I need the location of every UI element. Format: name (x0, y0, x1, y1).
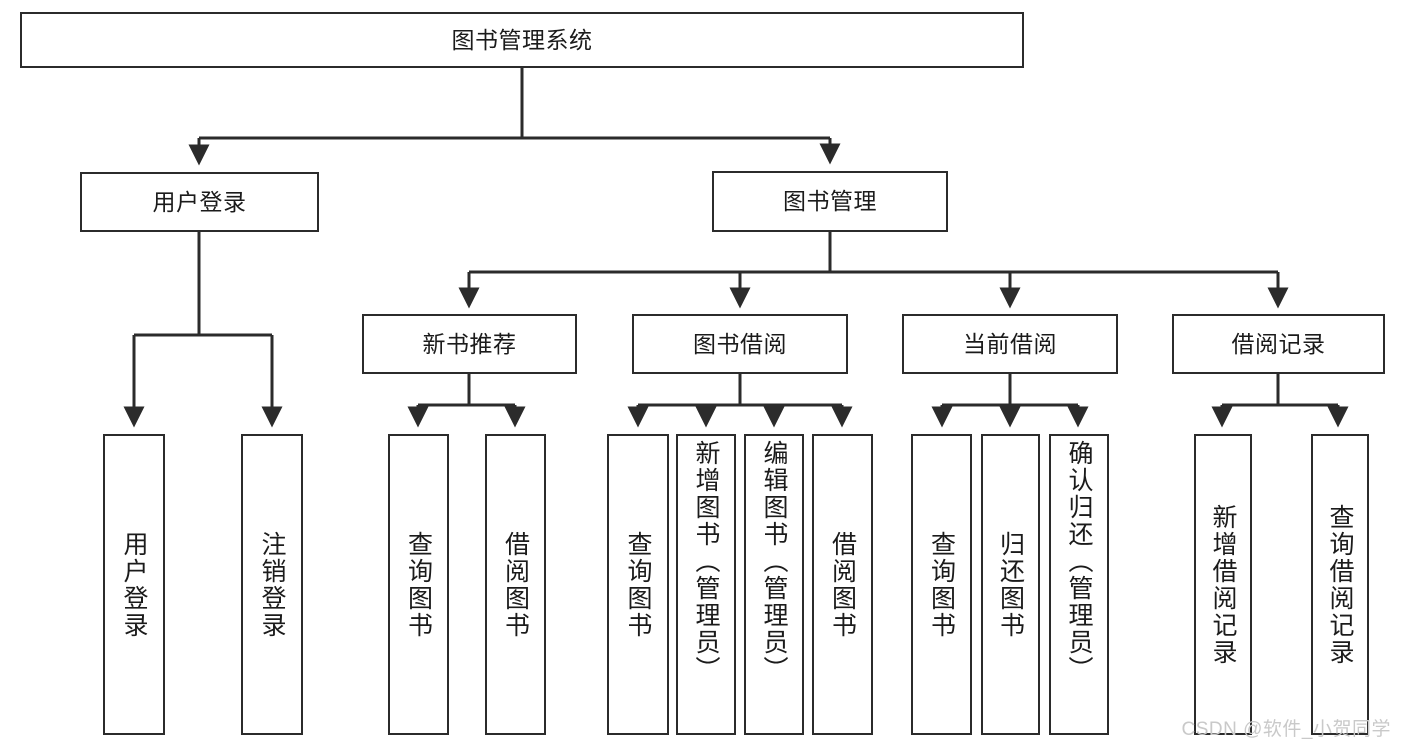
leaf-confirm-return-admin-label: 确认归还（管理员） (1065, 440, 1093, 683)
node-new-book-recommend-label: 新书推荐 (422, 330, 517, 357)
node-root[interactable]: 图书管理系统 (20, 12, 1024, 68)
node-current-borrow[interactable]: 当前借阅 (902, 314, 1118, 374)
leaf-borrow-book-label: 借阅图书 (828, 530, 857, 639)
leaf-query-book-borrow[interactable]: 查询图书 (607, 434, 669, 735)
node-book-borrow[interactable]: 图书借阅 (632, 314, 848, 374)
leaf-logout-label: 注销登录 (258, 530, 286, 639)
leaf-confirm-return-admin[interactable]: 确认归还（管理员） (1049, 434, 1109, 735)
leaf-logout[interactable]: 注销登录 (241, 434, 303, 735)
leaf-query-book-current[interactable]: 查询图书 (911, 434, 972, 735)
leaf-add-borrow-record[interactable]: 新增借阅记录 (1194, 434, 1252, 735)
watermark: CSDN @软件_小贺同学 (1181, 719, 1391, 740)
node-user-login[interactable]: 用户登录 (80, 172, 319, 232)
leaf-borrow-book-new[interactable]: 借阅图书 (485, 434, 546, 735)
node-root-label: 图书管理系统 (451, 26, 593, 53)
leaf-user-login-label: 用户登录 (120, 530, 148, 639)
leaf-add-book-admin-label: 新增图书（管理员） (692, 440, 720, 683)
node-user-login-label: 用户登录 (152, 188, 247, 215)
leaf-add-borrow-record-label: 新增借阅记录 (1209, 503, 1237, 666)
leaf-borrow-book[interactable]: 借阅图书 (812, 434, 873, 735)
leaf-query-book-new[interactable]: 查询图书 (388, 434, 449, 735)
node-book-management[interactable]: 图书管理 (712, 171, 948, 232)
leaf-query-borrow-record[interactable]: 查询借阅记录 (1311, 434, 1369, 735)
leaf-add-book-admin[interactable]: 新增图书（管理员） (676, 434, 736, 735)
leaf-borrow-book-new-label: 借阅图书 (501, 530, 530, 639)
leaf-query-borrow-record-label: 查询借阅记录 (1326, 503, 1354, 666)
leaf-return-book-label: 归还图书 (996, 530, 1025, 639)
node-borrow-record-label: 借阅记录 (1231, 330, 1326, 357)
node-new-book-recommend[interactable]: 新书推荐 (362, 314, 577, 374)
node-current-borrow-label: 当前借阅 (963, 330, 1057, 357)
leaf-query-book-current-label: 查询图书 (927, 530, 956, 639)
leaf-edit-book-admin-label: 编辑图书（管理员） (760, 440, 788, 683)
node-book-borrow-label: 图书借阅 (693, 330, 787, 357)
leaf-query-book-new-label: 查询图书 (404, 530, 433, 639)
leaf-query-book-borrow-label: 查询图书 (624, 530, 652, 639)
node-borrow-record[interactable]: 借阅记录 (1172, 314, 1385, 374)
leaf-edit-book-admin[interactable]: 编辑图书（管理员） (744, 434, 804, 735)
leaf-return-book[interactable]: 归还图书 (981, 434, 1040, 735)
node-book-management-label: 图书管理 (783, 188, 877, 214)
leaf-user-login[interactable]: 用户登录 (103, 434, 165, 735)
